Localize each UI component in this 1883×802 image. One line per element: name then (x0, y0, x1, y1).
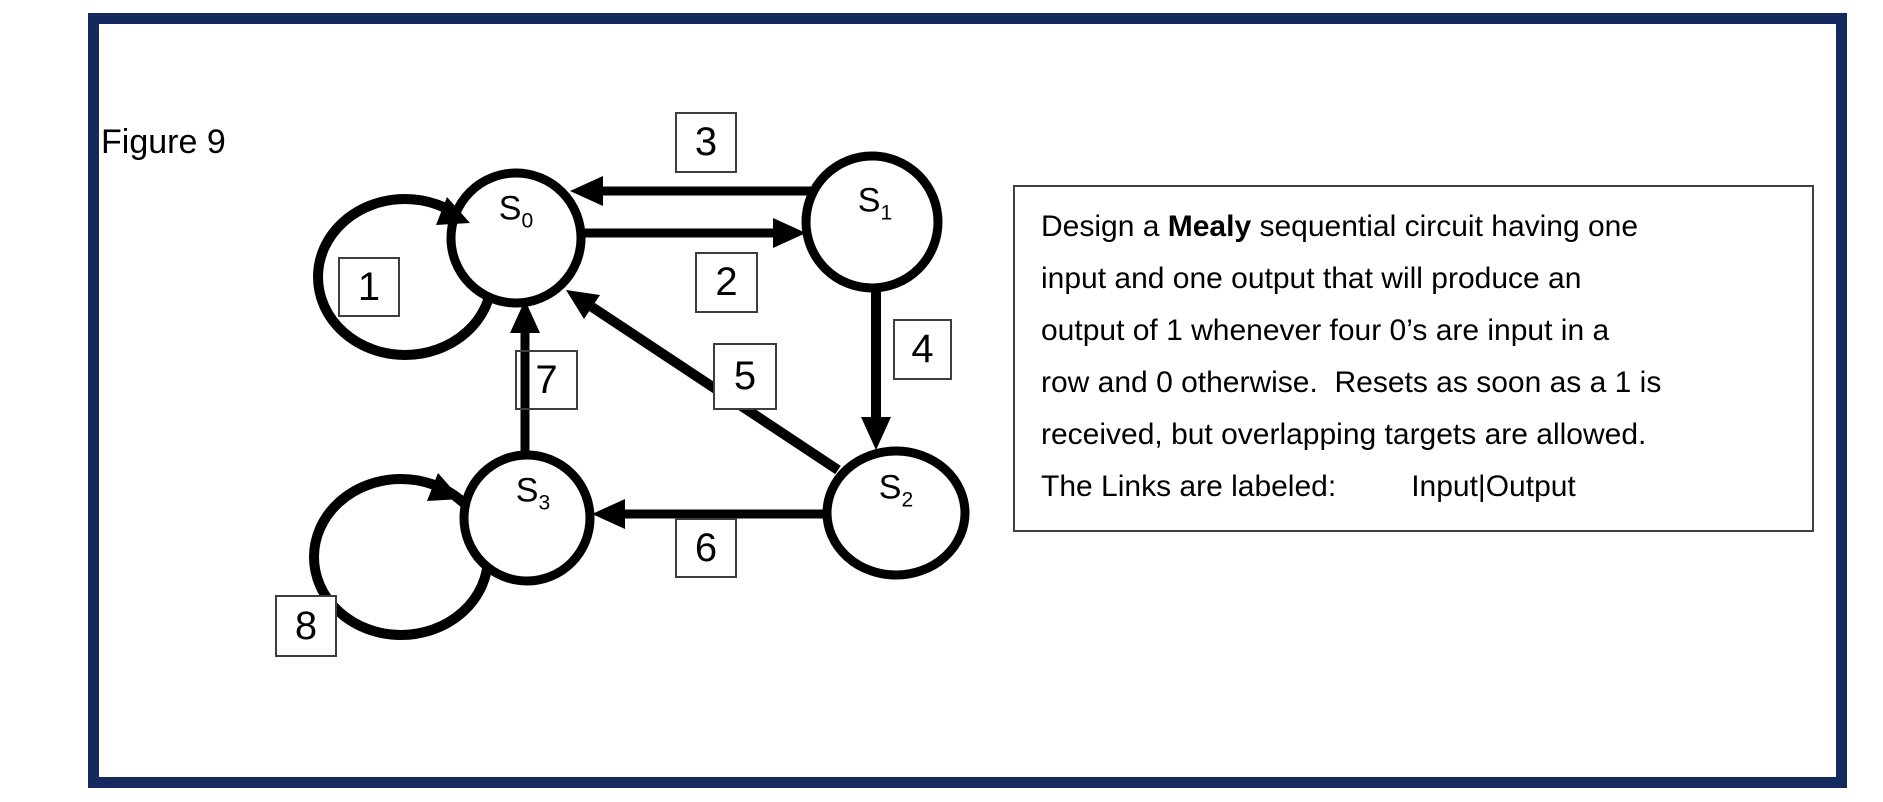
state-s2-base: S (878, 468, 902, 507)
arrowhead-2 (773, 218, 806, 248)
state-s0-sub: 0 (521, 209, 534, 233)
problem-line-6: The Links are labeled: Input|Output (1041, 470, 1576, 503)
arrowhead-loop-s3 (427, 473, 461, 501)
problem-line-1-post: sequential circuit having one (1251, 210, 1639, 243)
problem-line-4: row and 0 otherwise. Resets as soon as a… (1041, 366, 1662, 399)
arrowhead-5 (566, 290, 600, 319)
edge-label-box-5: 5 (713, 343, 777, 410)
arrowhead-6 (592, 499, 625, 529)
state-label-s1: S1 (857, 181, 893, 225)
problem-line-2: input and one output that will produce a… (1041, 262, 1582, 295)
state-circle-s0 (446, 168, 586, 308)
state-label-s2: S2 (878, 468, 914, 512)
state-s1-sub: 1 (880, 201, 893, 225)
edge-label-box-2: 2 (695, 252, 758, 313)
edge-label-box-1: 1 (338, 257, 400, 317)
figure-frame (88, 13, 1847, 788)
state-label-s3: S3 (515, 471, 551, 515)
problem-line-1: Design a Mealy sequential circuit having… (1041, 201, 1796, 253)
problem-statement-box: Design a Mealy sequential circuit having… (1013, 185, 1814, 532)
edge-label-box-8: 8 (275, 595, 337, 657)
arrowhead-4 (861, 417, 891, 450)
state-circle-s1 (801, 151, 943, 293)
state-label-s0: S0 (498, 189, 534, 233)
edge-label-box-6: 6 (675, 518, 737, 578)
state-s3-sub: 3 (538, 491, 551, 515)
arrowhead-loop-s0 (436, 197, 470, 225)
edge-label-box-4: 4 (893, 319, 952, 380)
problem-line-3: output of 1 whenever four 0’s are input … (1041, 314, 1610, 347)
problem-line-1-pre: Design a (1041, 210, 1168, 243)
arrowhead-3 (570, 176, 603, 206)
arrowhead-7 (510, 300, 540, 333)
state-s2-sub: 2 (901, 488, 914, 512)
state-s1-base: S (857, 181, 881, 220)
figure-title: Figure 9 (101, 123, 226, 161)
state-s0-base: S (498, 189, 522, 228)
state-s3-base: S (515, 471, 539, 510)
edge-label-box-7: 7 (515, 350, 578, 410)
problem-line-1-bold: Mealy (1167, 210, 1252, 243)
problem-line-5: received, but overlapping targets are al… (1041, 418, 1647, 451)
edge-label-box-3: 3 (675, 112, 737, 173)
